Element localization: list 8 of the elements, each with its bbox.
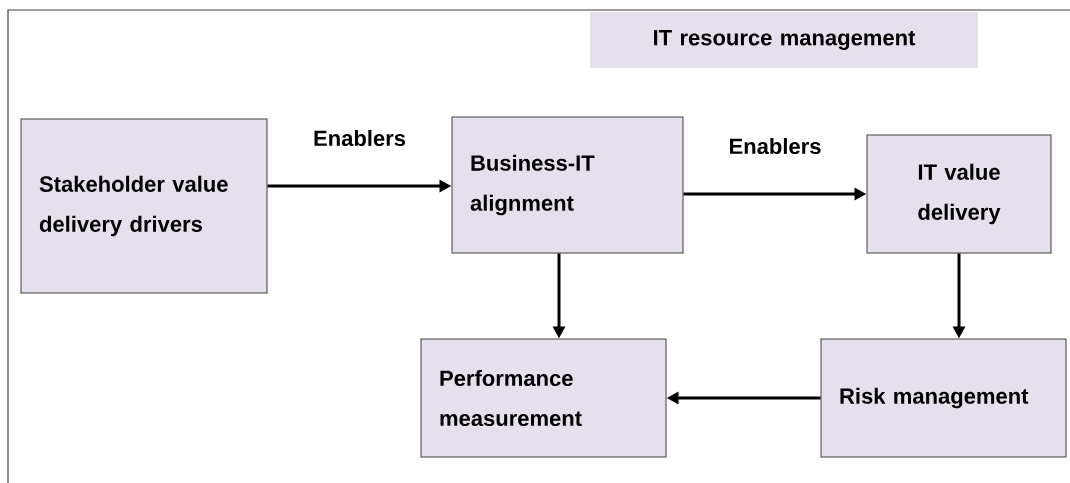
process-box: IT value delivery (866, 134, 1052, 254)
edge-label: Enablers (726, 135, 824, 157)
edge-label: Enablers (311, 127, 408, 149)
heading-band: IT resource management (590, 12, 978, 68)
process-box: Performance measurement (420, 338, 667, 458)
process-box: Risk management (820, 338, 1067, 458)
process-box: Stakeholder value delivery drivers (20, 118, 268, 294)
process-box: Business-IT alignment (451, 116, 684, 254)
